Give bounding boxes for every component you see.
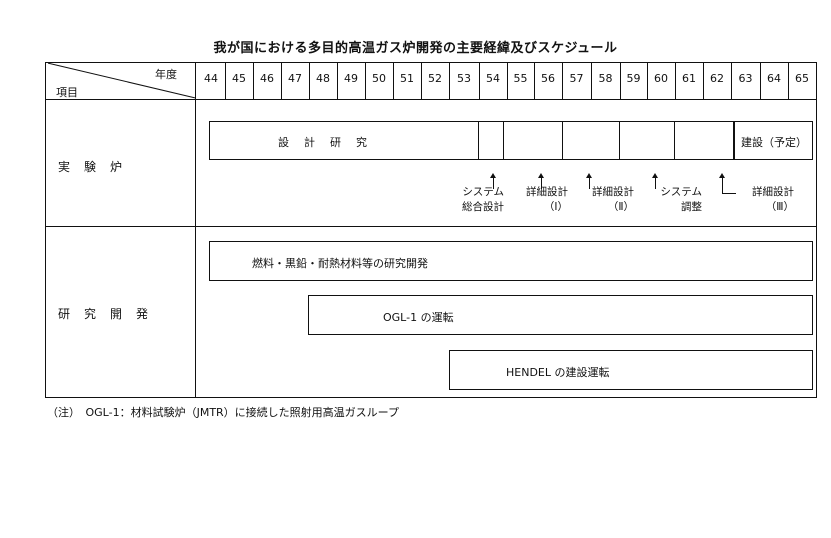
year-cell: 47 [288,72,302,85]
year-cell: 49 [344,72,358,85]
year-divider-line [647,62,648,99]
milestone-detailed-design-1: 詳細設計 （Ⅰ） [526,186,568,213]
milestone-arrow-1 [490,173,496,189]
year-divider-line [281,62,282,99]
bar-construction-label: 建設（予定） [741,136,807,149]
year-cell: 51 [400,72,414,85]
milestone-system-adjustment: システム 調整 [660,186,702,213]
item-header-label: 項目 [56,86,78,99]
milestone-detailed-design-3: 詳細設計 （Ⅲ） [752,186,794,213]
year-cell: 62 [710,72,724,85]
year-cell: 57 [569,72,584,85]
header-bottom-line [45,99,817,100]
year-cell: 54 [486,72,500,85]
year-divider-line [562,62,563,99]
year-cell: 64 [767,72,781,85]
bar-design-period-2 [562,121,620,160]
year-cell: 59 [626,72,641,85]
milestone-arrow-2 [538,173,544,189]
footnote: （注） OGL-1：材料試験炉（JMTR）に接続した照射用高温ガスループ [47,406,400,419]
section-divider-line [45,226,817,227]
year-cell: 55 [513,72,528,85]
year-cell: 52 [428,72,442,85]
year-divider-line [449,62,450,99]
milestone-arrow-4 [652,173,658,189]
year-divider-line [507,62,508,99]
year-divider-line [479,62,480,99]
bar-design-period-1 [478,121,504,160]
year-divider-line [365,62,366,99]
year-cell: 46 [260,72,274,85]
bar-fuel-graphite-label: 燃料・黒鉛・耐熱材料等の研究開発 [252,257,428,270]
year-cell: 56 [541,72,555,85]
year-cell: 50 [372,72,386,85]
year-divider-line [309,62,310,99]
label-column-line [195,62,196,398]
year-divider-line [591,62,592,99]
section-label-experimental-reactor: 実験炉 [58,160,137,174]
bar-construction-planned: 建設（予定） [734,121,813,160]
schedule-table [45,62,817,398]
year-divider-line [731,62,732,99]
year-divider-line [760,62,761,99]
bar-fuel-graphite-research: 燃料・黒鉛・耐熱材料等の研究開発 [209,241,813,281]
year-divider-line [675,62,676,99]
bar-hendel-label: HENDEL の建設運転 [506,366,610,379]
bar-ogl1-label: OGL-1 の運転 [383,311,454,324]
year-divider-line [337,62,338,99]
year-cell: 63 [738,72,753,85]
page-title: 我が国における多目的高温ガス炉開発の主要経緯及びスケジュール [213,41,618,56]
bar-hendel-construction: HENDEL の建設運転 [449,350,813,390]
year-divider-line [421,62,422,99]
year-divider-line [253,62,254,99]
bar-design-period-3 [674,121,734,160]
milestone-5-connector [722,193,736,194]
year-cell: 48 [316,72,330,85]
year-divider-line [788,62,789,99]
bar-design-study: 設 計 研 究 [209,121,734,160]
year-divider-line [534,62,535,99]
milestone-detailed-design-2: 詳細設計 （Ⅱ） [592,186,634,213]
bar-design-study-label: 設 計 研 究 [278,136,369,149]
year-divider-line [393,62,394,99]
year-cell: 60 [654,72,668,85]
year-divider-line [225,62,226,99]
year-cell: 45 [232,72,246,85]
section-label-research-development: 研究開発 [58,307,163,321]
milestone-arrow-5 [719,173,725,194]
milestone-system-design: システム 総合設計 [462,186,504,213]
milestone-arrow-3 [586,173,592,189]
year-cell: 53 [457,72,471,85]
year-divider-line [703,62,704,99]
year-divider-line [620,62,621,99]
year-cell: 58 [598,72,613,85]
year-header-label: 年度 [155,68,177,81]
year-cell: 44 [204,72,218,85]
year-cell: 61 [682,72,696,85]
year-cell: 65 [795,72,809,85]
bar-ogl1-operation: OGL-1 の運転 [308,295,813,335]
